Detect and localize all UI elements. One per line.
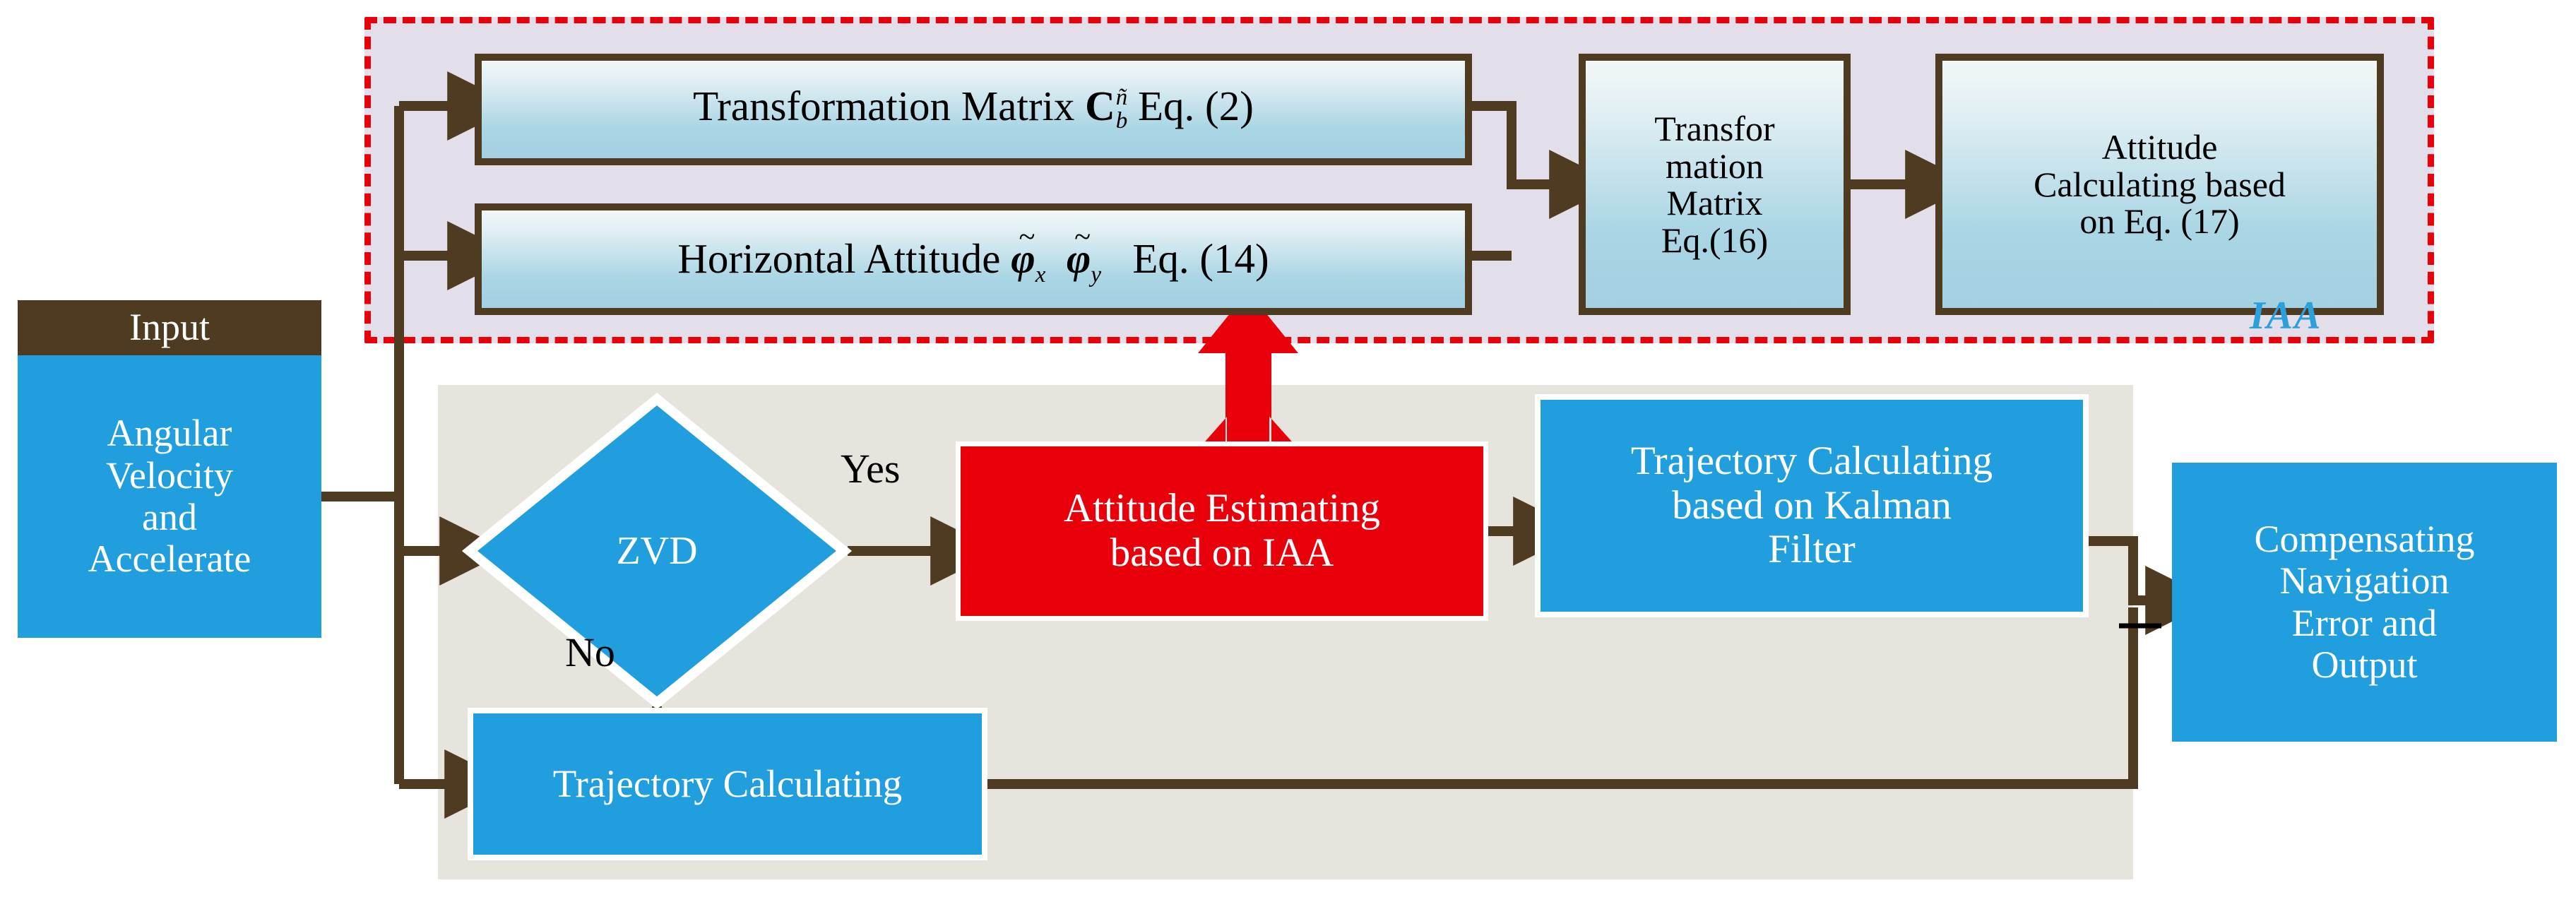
attcalc17-line-1: Attitude	[2101, 127, 2218, 167]
kalman-line-2: based on Kalman	[1672, 482, 1952, 528]
box-attitude-calculating-eq17[interactable]: Attitude Calculating based on Eq. (17)	[1935, 54, 2384, 315]
transmat16-line-2: mation	[1666, 146, 1764, 186]
input-line-1: Angular	[107, 412, 232, 455]
attest-line-1: Attitude Estimating	[1063, 486, 1381, 531]
compensate-line-4: Output	[2311, 643, 2418, 686]
compensate-line-3: Error and	[2291, 601, 2438, 644]
transmat-eq-text: Eq. (2)	[1138, 83, 1254, 130]
phi-x-glyph: φ	[1011, 235, 1035, 283]
transmat16-line-1: Transfor	[1654, 109, 1775, 148]
box-transformation-matrix-eq16[interactable]: Transfor mation Matrix Eq.(16)	[1579, 54, 1851, 315]
box-trajectory-kalman-filter[interactable]: Trajectory Calculating based on Kalman F…	[1535, 394, 2089, 617]
box-horizontal-attitude-eq14[interactable]: Horizontal Attitude ~φx ~φy Eq. (14)	[475, 203, 1472, 315]
matrix-subscript: b	[1115, 107, 1128, 133]
input-line-3: and	[142, 496, 197, 538]
attcalc17-line-3: on Eq. (17)	[2079, 201, 2240, 242]
phi-y-symbol: ~φy	[1066, 221, 1101, 286]
horiz-prefix-text: Horizontal Attitude	[677, 235, 1001, 283]
iaa-region-label: IAA	[2250, 294, 2322, 338]
box-trajectory-calculating[interactable]: Trajectory Calculating	[468, 708, 987, 860]
kalman-line-3: Filter	[1768, 527, 1856, 572]
phi-y-glyph: φ	[1066, 235, 1091, 283]
edge-label-yes: Yes	[841, 446, 901, 492]
box-attitude-estimating-iaa[interactable]: Attitude Estimating based on IAA	[956, 441, 1488, 621]
zvd-decision-wrapper[interactable]: ZVD	[466, 396, 848, 706]
input-line-2: Velocity	[106, 453, 233, 497]
phi-x-tilde: ~	[1019, 220, 1035, 254]
attcalc17-line-2: Calculating based	[2034, 164, 2286, 204]
kalman-line-1: Trajectory Calculating	[1630, 438, 1993, 483]
horiz-eq-text: Eq. (14)	[1132, 235, 1269, 283]
phi-x-symbol: ~φx	[1011, 221, 1045, 286]
matrix-superscript: ñ	[1115, 84, 1128, 110]
phi-y-subscript: y	[1091, 262, 1102, 288]
transmat16-line-4: Eq.(16)	[1661, 220, 1769, 260]
compensate-line-2: Navigation	[2279, 559, 2450, 603]
box-input-sensors[interactable]: Angular Velocity and Accelerate	[18, 355, 321, 638]
trajcalc-line-1: Trajectory Calculating	[552, 761, 903, 805]
phi-x-subscript: x	[1035, 262, 1046, 288]
input-header-label: Input	[18, 300, 321, 355]
compensate-line-1: Compensating	[2254, 517, 2475, 560]
phi-y-tilde: ~	[1074, 220, 1091, 254]
transmat16-line-3: Matrix	[1666, 183, 1763, 222]
zvd-decision-label: ZVD	[616, 529, 698, 573]
transmat-prefix-text: Transformation Matrix	[693, 83, 1075, 130]
box-compensating-navigation-output[interactable]: Compensating Navigation Error and Output	[2172, 463, 2557, 742]
edge-label-no: No	[565, 629, 615, 675]
input-line-4: Accelerate	[88, 538, 251, 581]
attest-line-2: based on IAA	[1110, 530, 1334, 575]
